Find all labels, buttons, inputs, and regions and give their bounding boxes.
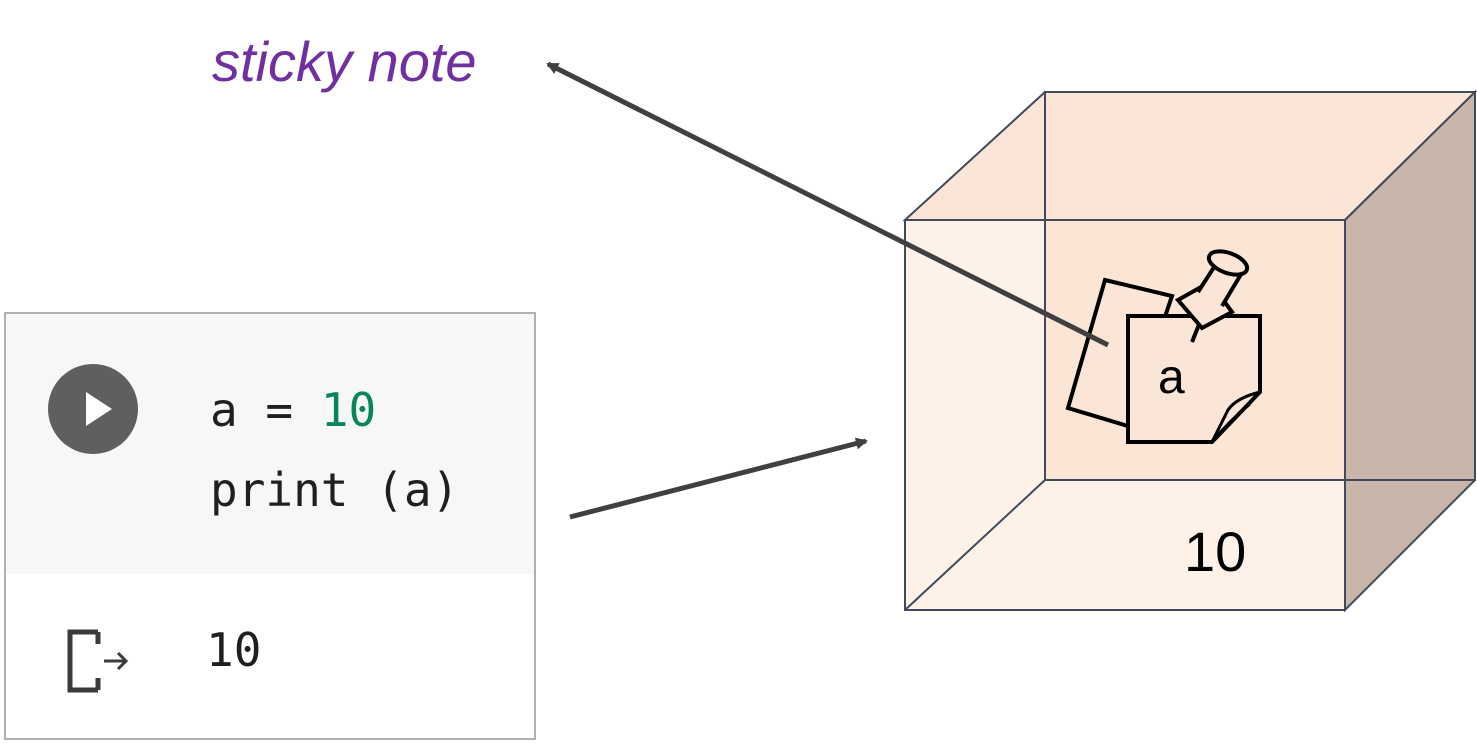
- code-number-literal: 10: [320, 383, 377, 437]
- arrow-cell-to-box: [569, 437, 868, 520]
- code-variable: a: [210, 383, 238, 437]
- sticky-note-name: a: [1158, 351, 1185, 404]
- notebook-cell: a = 10 print (a) 10: [4, 312, 536, 740]
- run-cell-button[interactable]: [48, 364, 138, 454]
- play-icon: [86, 392, 112, 426]
- output-arrow-icon: [67, 629, 129, 693]
- cell-output-value: 10: [206, 623, 262, 677]
- sticky-note-label: sticky note: [212, 30, 477, 93]
- code-line-print: print (a): [210, 463, 460, 517]
- arrow-note-to-label: [546, 61, 1110, 348]
- box-stored-value: 10: [1184, 520, 1247, 583]
- pushpin-sticky-note-icon: [1065, 249, 1262, 444]
- code-line-assignment: a = 10: [210, 382, 376, 438]
- code-operator: =: [237, 383, 321, 437]
- code-area[interactable]: a = 10 print (a): [6, 314, 534, 574]
